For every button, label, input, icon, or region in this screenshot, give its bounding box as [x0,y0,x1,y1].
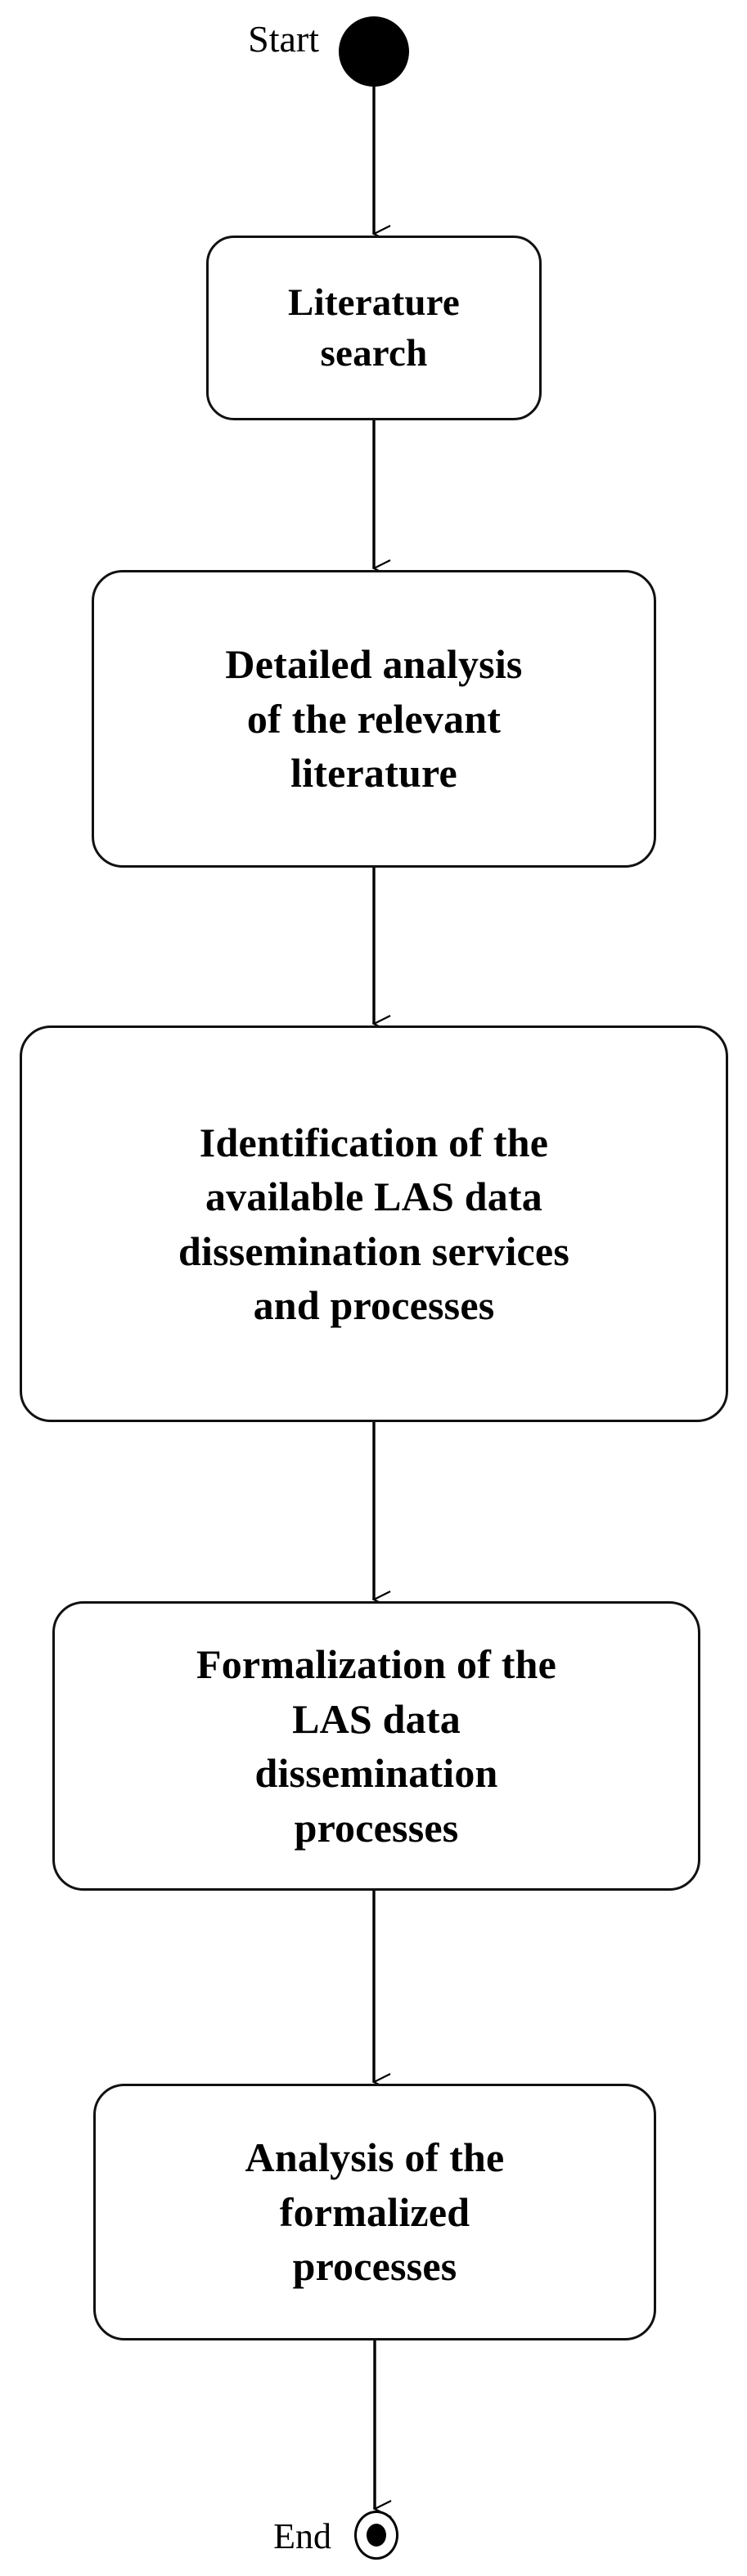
filled-circle-initial-node-icon [339,16,409,87]
bullseye-final-node-icon [354,2511,398,2560]
end-node-label: End [273,2516,331,2556]
start-node-label: Start [248,18,319,60]
